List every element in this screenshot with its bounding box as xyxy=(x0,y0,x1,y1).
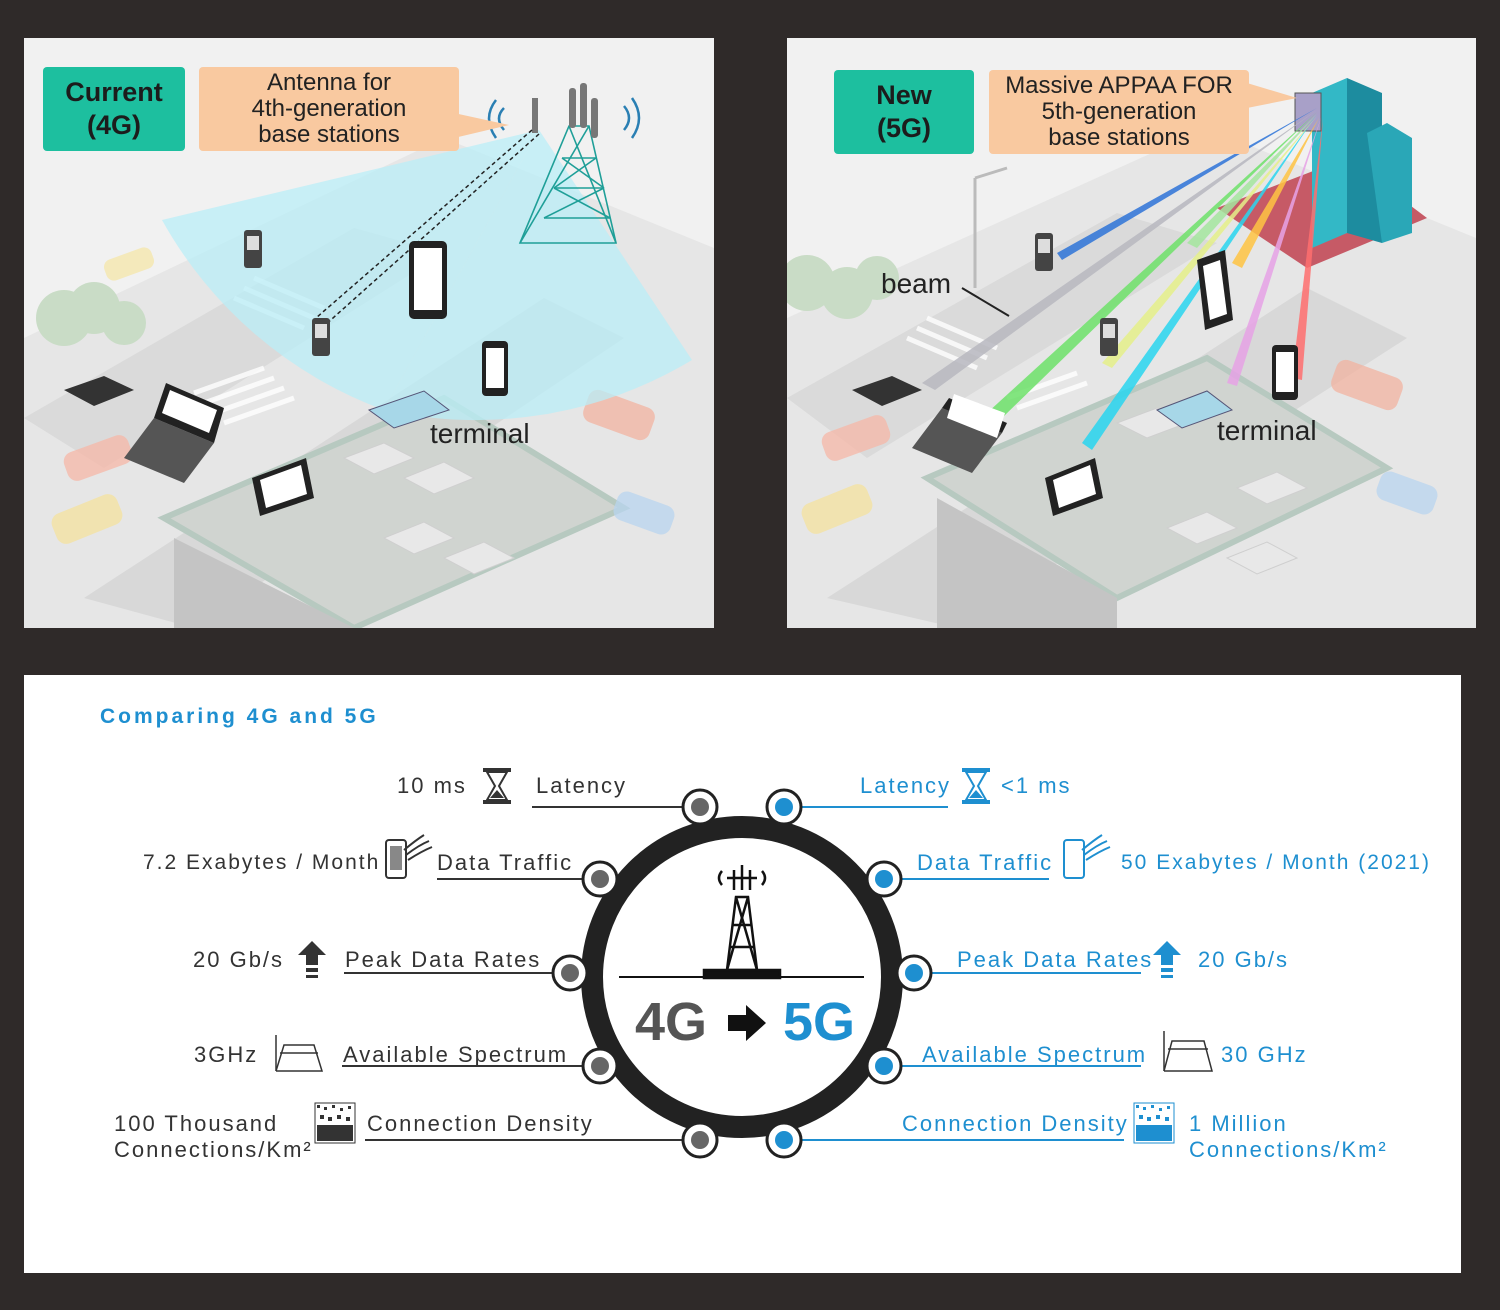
callout-line: 4th-generation xyxy=(251,95,407,122)
beam-label: beam xyxy=(881,268,952,299)
spectrum-icon xyxy=(275,1035,324,1072)
left-data-traffic-value: 7.2 Exabytes / Month xyxy=(143,851,381,874)
label-5g: 5G xyxy=(783,992,855,1052)
density-icon xyxy=(314,1102,356,1144)
badge-line-1: Current xyxy=(65,77,163,107)
phone-device xyxy=(312,318,330,356)
left-peak-value: 20 Gb/s xyxy=(193,947,285,972)
callout-antenna-4g: Antenna for 4th-generation base stations xyxy=(199,67,459,151)
callout-antenna-5g: Massive APPAA FOR 5th-generation base st… xyxy=(989,70,1249,154)
panel-new-5g: New (5G) Massive APPAA FOR 5th-generatio… xyxy=(787,38,1476,628)
comparison-diagram: 4G 5G xyxy=(275,768,1213,1159)
panel-comparison: Comparing 4G and 5G 4G 5G xyxy=(24,675,1461,1273)
callout-pointer xyxy=(1247,83,1297,108)
badge-line-1: New xyxy=(876,80,932,110)
node-gray xyxy=(551,788,719,1159)
callout-line: base stations xyxy=(258,121,400,148)
left-spectrum-value: 3GHz xyxy=(194,1042,259,1067)
badge-line-2: (4G) xyxy=(87,110,141,140)
left-latency-label: Latency xyxy=(536,773,628,798)
right-spectrum-label: Available Spectrum xyxy=(922,1042,1148,1067)
callout-line: base stations xyxy=(1048,124,1190,151)
label-4g: 4G xyxy=(635,992,707,1052)
left-density-value-line1: 100 Thousand xyxy=(114,1111,279,1136)
terminal-label: terminal xyxy=(430,418,530,449)
laptop-device xyxy=(124,383,224,483)
phone-device xyxy=(244,230,262,268)
hourglass-icon xyxy=(483,768,511,804)
left-peak-label: Peak Data Rates xyxy=(345,947,542,972)
tablet-device xyxy=(252,458,314,516)
left-data-traffic-label: Data Traffic xyxy=(437,850,574,875)
right-latency-label: Latency xyxy=(860,773,952,798)
right-spectrum-value: 30 GHz xyxy=(1221,1042,1308,1067)
badge-new-5g: New (5G) xyxy=(834,70,974,154)
right-peak-value: 20 Gb/s xyxy=(1198,947,1290,972)
density-icon xyxy=(1133,1102,1175,1144)
phone-device xyxy=(482,341,508,396)
laptop-device xyxy=(64,376,134,406)
terminal-label: terminal xyxy=(1217,415,1317,446)
callout-line: Antenna for xyxy=(266,69,392,96)
right-density-label: Connection Density xyxy=(902,1111,1129,1136)
city-scene-5g xyxy=(787,78,1476,628)
badge-current-4g: Current (4G) xyxy=(43,67,185,151)
up-arrow-icon xyxy=(1153,941,1181,978)
callout-line: 5th-generation xyxy=(1041,98,1197,125)
right-data-traffic-label: Data Traffic xyxy=(917,850,1054,875)
left-spectrum-label: Available Spectrum xyxy=(343,1042,569,1067)
phone-signal-icon xyxy=(1063,834,1111,879)
phone-signal-icon xyxy=(385,834,433,879)
city-scene-4g xyxy=(24,83,714,628)
callout-line: Massive APPAA FOR xyxy=(1005,72,1233,99)
node-blue xyxy=(765,788,933,1159)
tablet-device xyxy=(409,241,447,319)
tablet-device xyxy=(367,390,451,429)
arrow-right-icon xyxy=(728,1005,766,1041)
signal-waves-icon xyxy=(487,97,641,139)
badge-line-2: (5G) xyxy=(877,113,931,143)
hourglass-icon xyxy=(962,768,990,804)
left-latency-value: 10 ms xyxy=(397,773,467,798)
right-peak-label: Peak Data Rates xyxy=(957,947,1154,972)
spectrum-icon xyxy=(1163,1031,1213,1072)
right-latency-value: <1 ms xyxy=(1001,773,1072,798)
right-density-value-line2: Connections/Km² xyxy=(1189,1137,1388,1162)
callout-pointer xyxy=(454,113,509,138)
panel-current-4g: Current (4G) Antenna for 4th-generation … xyxy=(24,38,714,628)
up-arrow-icon xyxy=(298,941,326,978)
left-density-value-line2: Connections/Km² xyxy=(114,1137,313,1162)
left-density-label: Connection Density xyxy=(367,1111,594,1136)
right-density-value-line1: 1 Million xyxy=(1189,1111,1288,1136)
comparison-title: Comparing 4G and 5G xyxy=(100,705,379,728)
right-data-traffic-value: 50 Exabytes / Month (2021) xyxy=(1121,851,1431,874)
